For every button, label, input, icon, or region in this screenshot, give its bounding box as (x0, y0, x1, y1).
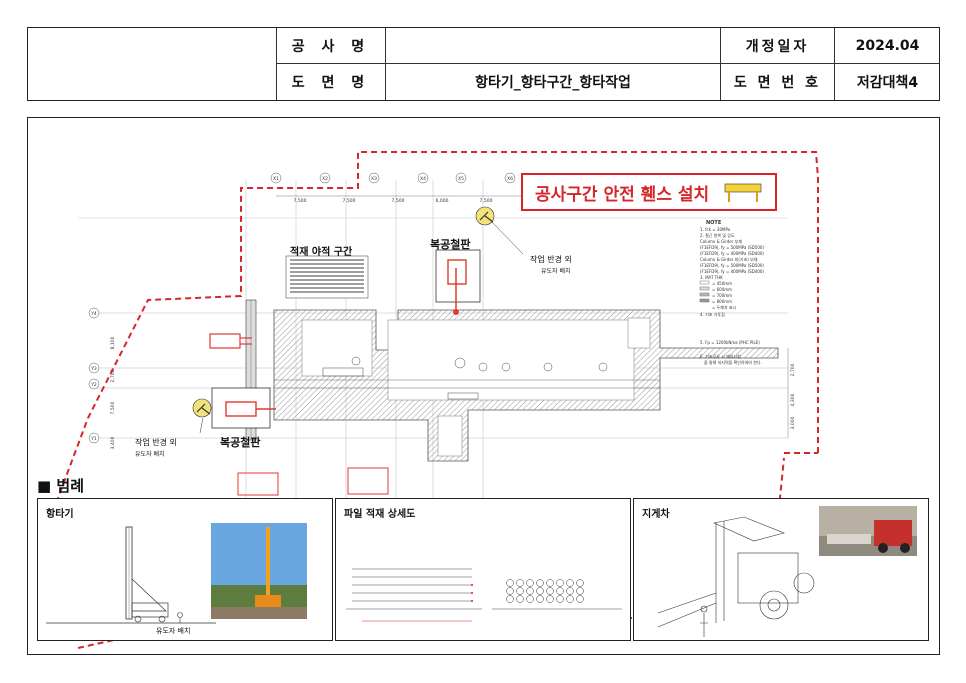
note-line: = 700mm (712, 293, 732, 298)
work-radius-top-label: 작업 반경 외 (530, 255, 572, 264)
note-line: Column & Girder 부재 (700, 238, 742, 244)
row-dim: 2,700 (110, 369, 116, 382)
row-label: Y2 (90, 382, 97, 388)
span-dim: 7,500 (343, 198, 356, 204)
note-line: (F1EFD9), fy = 400MPa (SD400) (700, 251, 764, 256)
steel-plate-top-label: 복공철판 (430, 238, 471, 251)
note-line: 을 통해 지지력을 확인하여야 한다. (704, 359, 762, 365)
legend-pile-driver-caption: 유도자 배치 (156, 627, 191, 635)
note-line: (F1EFD9), fy = 500MPa (SD500) (700, 263, 764, 268)
span-dim: 7,500 (294, 198, 307, 204)
steel-plate-top (435, 249, 481, 315)
drawing-no-value: 저감대책4 (856, 75, 919, 91)
note-line: 2. 철근 항복 및 강도 (700, 232, 735, 238)
steel-plate-left-label: 복공철판 (220, 436, 261, 449)
drawing-frame (27, 117, 940, 655)
span-dim: 6,000 (436, 198, 449, 204)
row-label: Y4 (90, 311, 97, 317)
right-dims: 2,700 4,300 3,000 (787, 348, 796, 438)
pile-driver-photo (211, 523, 307, 619)
note-line: 1. fck = 30MPa (700, 227, 731, 232)
legend-pile-driver: 항타기 유도자 배치 (37, 498, 333, 641)
row-dim: 3,400 (110, 436, 116, 449)
grid-label: X4 (420, 176, 426, 182)
signal-person-icon (192, 398, 212, 418)
drawing-name-label: 도 면 명 (291, 75, 371, 91)
signal-top-label: 유도자 배치 (541, 268, 571, 275)
note-line: = 800mm (712, 299, 732, 304)
legend-pile-stack-label: 파일 적재 상세도 (344, 509, 416, 520)
note-line: = 두께차 표시 (712, 304, 737, 310)
row-label: Y3 (90, 366, 97, 372)
right-dim: 3,000 (790, 416, 796, 429)
forklift-drawing (657, 516, 815, 637)
row-dim: 8,100 (110, 336, 116, 349)
forklift-photo (819, 506, 917, 556)
signal-left-label: 유도자 배치 (135, 451, 165, 458)
work-radius-left-label: 작업 반경 외 (135, 438, 177, 447)
right-dim: 4,300 (790, 393, 796, 406)
storage-area (285, 255, 369, 299)
truck-plan-icon (237, 467, 389, 496)
note-line: 3. MAT THK (700, 275, 723, 280)
legend-title: ■ 범례 (37, 477, 84, 495)
note-line: 5. Fp = 1200kN/ea (PHC PILE) (700, 340, 760, 345)
revision-date-value: 2024.04 (855, 37, 920, 54)
note-line: 4. 기초 거푸집 (700, 311, 725, 317)
project-name-value (386, 28, 720, 63)
drawing-name-value: 항타기_항타구간_항타작업 (475, 75, 631, 91)
grid-label: X5 (458, 176, 464, 182)
row-label: Y1 (90, 436, 97, 442)
note-title: NOTE (706, 220, 722, 226)
steel-plate-left (211, 387, 276, 429)
pile-stack-drawing (346, 568, 622, 622)
note-line: Column & Girder 외(기초) 부재 (700, 256, 758, 262)
title-block: 공 사 명 개정일자 2024.04 도 면 명 항타기_항타구간_항타작업 도… (27, 27, 940, 101)
span-dim: 7,500 (480, 198, 493, 204)
legend-forklift: 지게차 (633, 498, 929, 641)
note-line: (F1EFD9), fy = 500MPa (SD500) (700, 245, 764, 250)
forklift-plan-icon (209, 333, 252, 349)
site-plan: X1 X2 X3 X4 X5 X6 7,500 7,500 7,500 6,00… (57, 151, 819, 649)
fence-barrier-icon (724, 183, 762, 202)
note-line: (F1EFD9), fy = 400MPa (SD400) (700, 269, 764, 274)
pile-driver-drawing (46, 526, 216, 624)
grid-label: X2 (322, 176, 328, 182)
note-line: 6. 기초공사 시 재하시험 (700, 353, 741, 359)
drawing-no-label: 도 면 번 호 (733, 75, 822, 91)
note-line: = 600mm (712, 287, 732, 292)
storage-area-label: 적재 야적 구간 (290, 247, 353, 258)
project-name-label: 공 사 명 (291, 38, 371, 55)
row-bubbles: Y4 Y3 Y2 Y1 8,100 2,700 7,500 3,400 (88, 307, 116, 449)
fence-callout-title: 공사구간 안전 휀스 설치 (535, 184, 710, 205)
note-line: = 450mm (712, 281, 732, 286)
notes-block: NOTE 1. fck = 30MPa 2. 철근 항복 및 강도 Column… (699, 220, 764, 365)
fence-callout: 공사구간 안전 휀스 설치 (521, 173, 777, 211)
signal-person-icon (475, 206, 495, 226)
grid-label: X6 (507, 176, 513, 182)
legend-forklift-label: 지게차 (642, 509, 670, 520)
grid-bubbles: X1 X2 X3 X4 X5 X6 7,500 7,500 7,500 6,00… (270, 172, 528, 204)
right-dim: 2,700 (790, 363, 796, 376)
grid-label: X1 (273, 176, 279, 182)
revision-date-label: 개정일자 (745, 38, 810, 55)
grid-label: X3 (371, 176, 377, 182)
building-footprint (273, 309, 779, 462)
row-dim: 7,500 (110, 401, 116, 414)
legend-pile-stack: 파일 적재 상세도 (335, 498, 631, 641)
span-dim: 7,500 (392, 198, 405, 204)
legend-pile-driver-label: 항타기 (46, 509, 74, 520)
pile-clusters (322, 356, 608, 400)
